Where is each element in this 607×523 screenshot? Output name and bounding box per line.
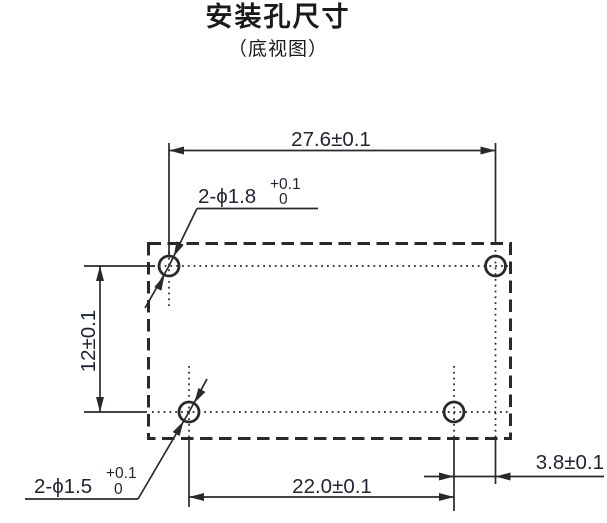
arrow-bottom-width-left [189, 493, 204, 501]
dim-text-left-height: 12±0.1 [77, 310, 100, 373]
arrow-top-width-right [480, 146, 496, 155]
label-bottom-holes: 2-ϕ1.5 [34, 475, 92, 498]
drawing-subtitle: （底视图） [227, 39, 328, 61]
dim-text-right-offset: 3.8±0.1 [536, 451, 604, 474]
dim-text-bottom-width: 22.0±0.1 [292, 475, 372, 498]
arrow-bottom-width-right [439, 493, 454, 501]
hole-bottom-left [177, 400, 201, 424]
leader-top-holes-diagonal [144, 208, 198, 309]
arrow-leader-bottom-hole-upper [194, 387, 206, 403]
arrow-leader-top-hole-upper [173, 241, 184, 257]
dimension-lines [25, 143, 604, 511]
hole-bottom-right [442, 400, 466, 424]
label-bottom-holes-tol-lower: 0 [114, 481, 123, 498]
label-bottom-holes-tol-upper: +0.1 [106, 465, 137, 482]
drawing-title: 安装孔尺寸 [205, 2, 351, 32]
arrow-right-offset-right [495, 472, 511, 481]
label-top-holes-tol-upper: +0.1 [270, 176, 301, 193]
arrowheads [96, 146, 511, 501]
mounting-holes [157, 254, 507, 424]
centerlines [152, 250, 508, 438]
dim-text-top-width: 27.6±0.1 [291, 128, 371, 151]
arrow-leader-bottom-hole-lower [172, 421, 184, 437]
drawing-header: 安装孔尺寸 （底视图） [0, 2, 556, 61]
component-outline-rect [147, 242, 512, 440]
arrow-left-height-top [96, 266, 104, 281]
arrow-top-width-left [169, 146, 184, 155]
arrow-left-height-bottom [96, 397, 104, 412]
hole-top-right [484, 254, 507, 278]
label-top-holes-tol-lower: 0 [279, 191, 288, 208]
arrow-leader-top-hole-lower [154, 275, 165, 291]
label-top-holes: 2-ϕ1.8 [198, 185, 256, 208]
arrow-right-offset-left [439, 472, 454, 481]
